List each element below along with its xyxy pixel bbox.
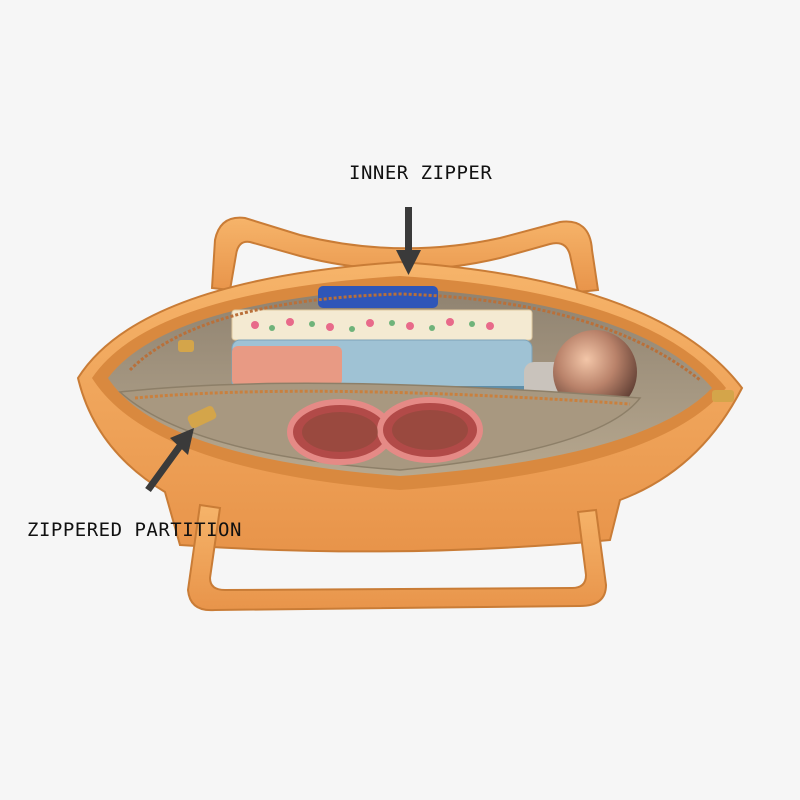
wallet-pink <box>232 346 342 386</box>
phone <box>318 286 438 308</box>
zippered-partition-label: ZIPPERED PARTITION <box>27 519 242 541</box>
zipper-pull-right <box>712 390 734 402</box>
inner-zipper <box>128 292 701 382</box>
sunglasses <box>287 397 483 465</box>
arrow-up-right-icon <box>145 428 194 493</box>
zipper-pull-left <box>187 406 217 428</box>
front-handle <box>186 503 608 612</box>
inner-zipper-label: INNER ZIPPER <box>349 162 493 184</box>
arrow-down-icon <box>396 207 421 275</box>
zipper-pull-top-left <box>178 340 194 352</box>
